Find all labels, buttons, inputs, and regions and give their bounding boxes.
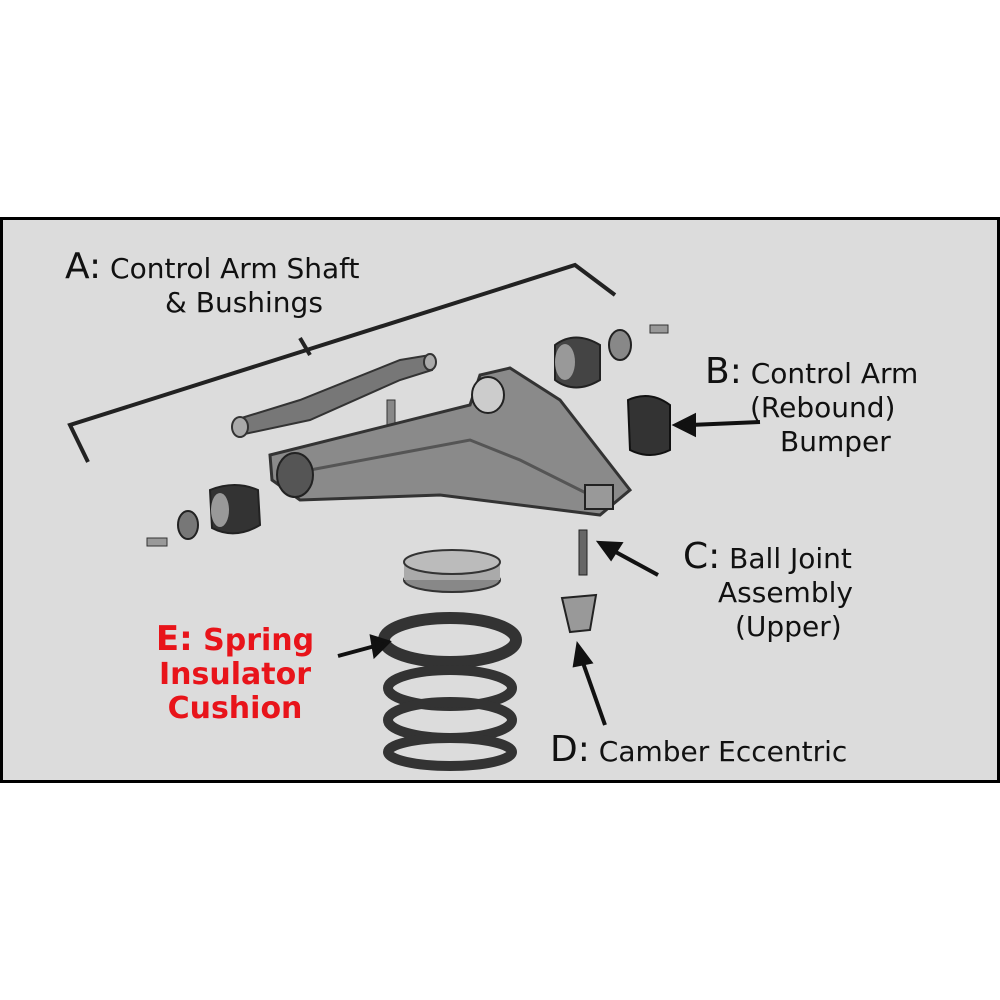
- label-a-line1: Control Arm Shaft: [110, 252, 360, 285]
- label-e-line2: Insulator: [158, 657, 311, 692]
- label-b-line2: (Rebound): [750, 391, 896, 424]
- label-c-line2: Assembly: [718, 576, 853, 609]
- label-c-line3: (Upper): [735, 610, 842, 643]
- label-e-key: E:: [155, 619, 193, 659]
- label-b: B: Control Arm (Rebound) Bumper: [705, 354, 919, 459]
- upper-control-arm: [268, 366, 633, 517]
- label-c: C: Ball Joint Assembly (Upper): [683, 539, 853, 644]
- rebound-bumper: [626, 395, 671, 456]
- control-arm-shaft: [231, 353, 437, 438]
- label-b-key: B:: [705, 351, 742, 392]
- label-a-key: A:: [65, 246, 102, 287]
- label-e-line3: Cushion: [167, 691, 303, 726]
- label-d-line1: Camber Eccentric: [598, 735, 848, 768]
- ball-joint-stud: [578, 529, 588, 576]
- label-e-line1: Spring: [203, 623, 315, 658]
- label-c-line1: Ball Joint: [729, 542, 852, 575]
- label-d-key: D:: [550, 729, 590, 770]
- bushing-left: [146, 484, 262, 547]
- coil-spring: [383, 665, 517, 771]
- label-b-line1: Control Arm: [750, 357, 919, 390]
- label-c-key: C:: [683, 536, 721, 577]
- bracket-a: [67, 262, 617, 463]
- bushing-right: [554, 324, 669, 389]
- label-e: E: Spring Insulator Cushion: [135, 622, 335, 726]
- label-a-line2: & Bushings: [165, 286, 323, 319]
- spring-insulator-cushion: [378, 612, 522, 668]
- pointer-arrows: [337, 412, 761, 726]
- camber-eccentric: [560, 593, 598, 634]
- label-d: D: Camber Eccentric: [550, 732, 848, 769]
- label-b-line3: Bumper: [780, 425, 891, 458]
- label-a: A: Control Arm Shaft & Bushings: [65, 249, 360, 320]
- spring-seat: [403, 549, 501, 593]
